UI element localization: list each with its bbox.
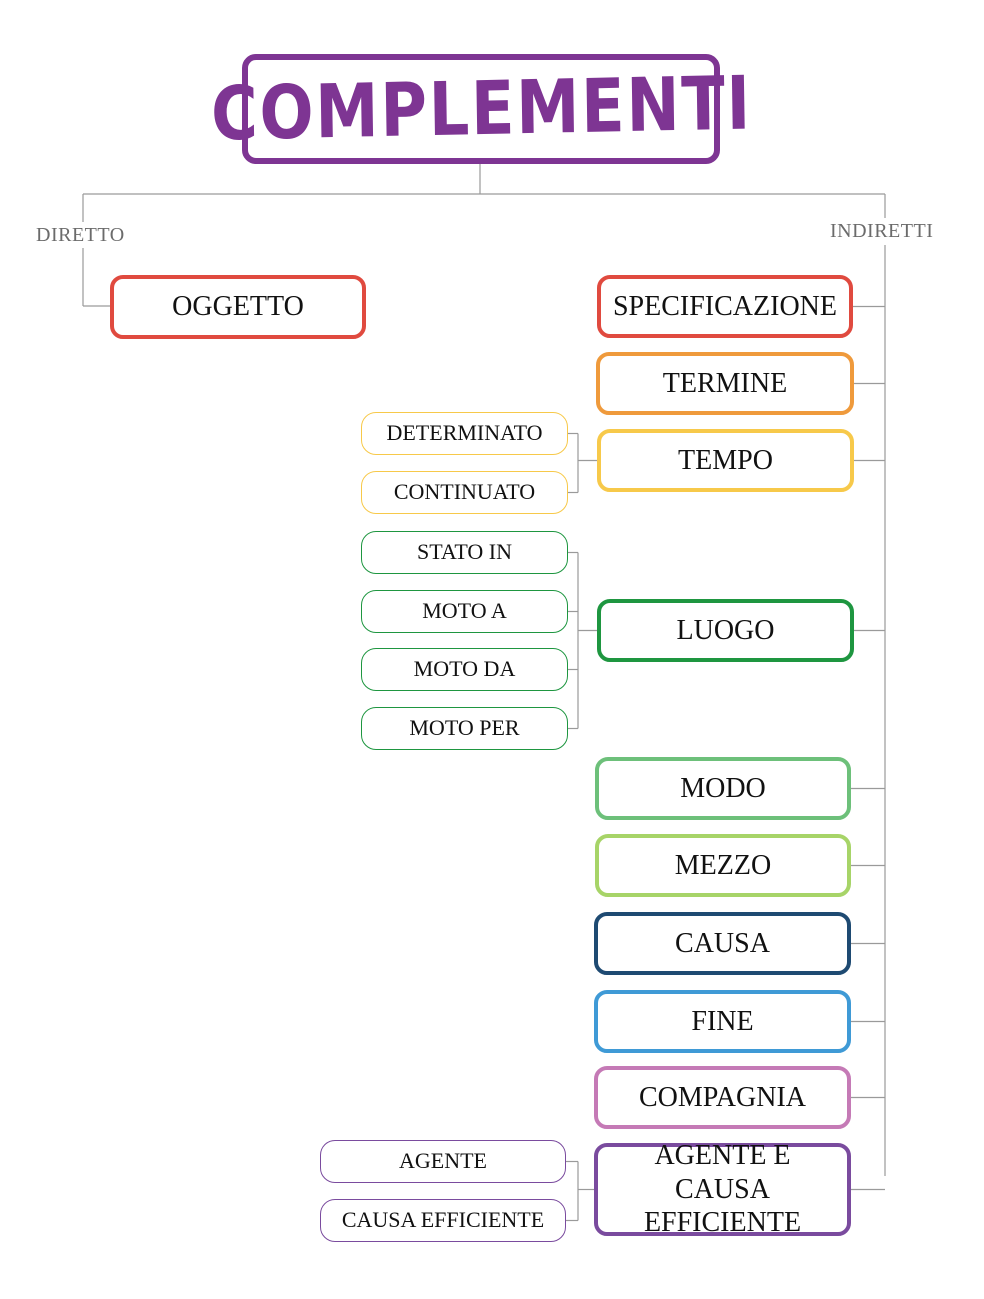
sub-moto-da: MOTO DA (361, 648, 568, 691)
box-oggetto: OGGETTO (110, 275, 366, 339)
title-box: COMPLEMENTI (210, 54, 752, 164)
label-indirect: INDIRETTI (830, 220, 934, 242)
sub-agente: AGENTE (320, 1140, 566, 1183)
box-termine: TERMINE (596, 352, 854, 415)
sub-continuato: CONTINUATO (361, 471, 568, 514)
sub-moto-per: MOTO PER (361, 707, 568, 750)
sub-determinato: DETERMINATO (361, 412, 568, 455)
box-mezzo: MEZZO (595, 834, 851, 897)
sub-moto-a: MOTO A (361, 590, 568, 633)
box-modo: MODO (595, 757, 851, 820)
sub-stato-in: STATO IN (361, 531, 568, 574)
box-specificazione: SPECIFICAZIONE (597, 275, 853, 338)
box-causa: CAUSA (594, 912, 851, 975)
page-title: COMPLEMENTI (209, 60, 753, 158)
connector-indirect-ticks (851, 305, 885, 1191)
sub-causa-efficiente: CAUSA EFFICIENTE (320, 1199, 566, 1242)
connector-sub-groups (566, 432, 597, 1222)
box-agente-causa-efficiente: AGENTE E CAUSA EFFICIENTE (594, 1140, 851, 1238)
box-compagnia: COMPAGNIA (594, 1066, 851, 1129)
box-fine: FINE (594, 990, 851, 1053)
label-direct: DIRETTO (36, 224, 125, 246)
box-luogo: LUOGO (597, 599, 854, 662)
box-tempo: TEMPO (597, 429, 854, 492)
